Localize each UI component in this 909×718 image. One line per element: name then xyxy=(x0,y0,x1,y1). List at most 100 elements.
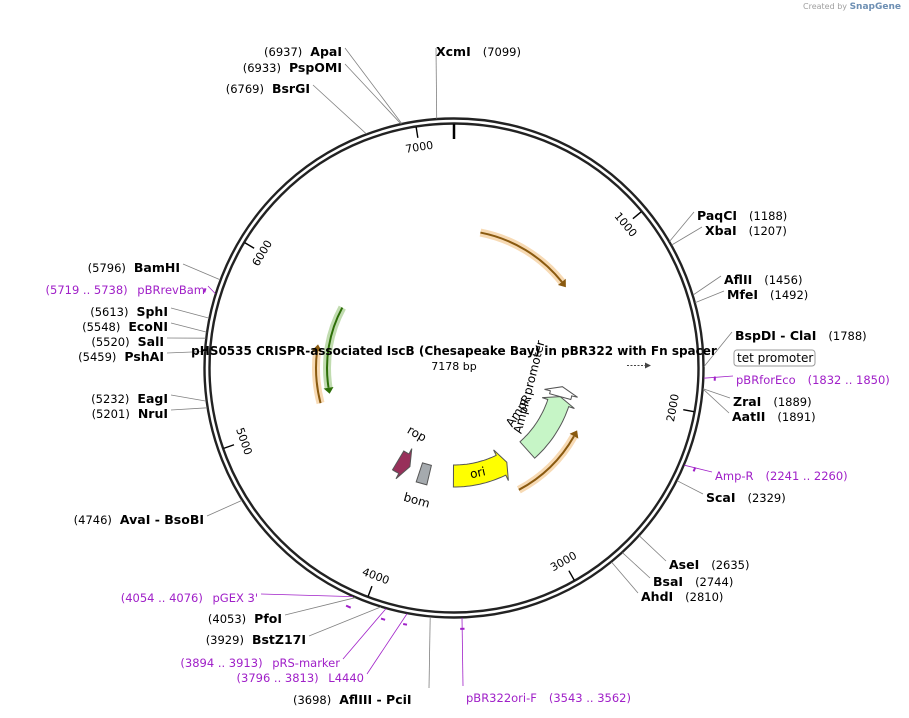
enzyme-position: (4053) xyxy=(208,612,246,626)
primer-range: (3543 .. 3562) xyxy=(549,691,631,705)
feature-orf[interactable] xyxy=(516,430,579,494)
enzyme-site-label[interactable]: PaqCI (1188) xyxy=(669,208,788,242)
enzyme-position: (6933) xyxy=(243,61,281,75)
enzyme-position: (3929) xyxy=(206,633,244,647)
enzyme-site-label[interactable]: AatII(1891) xyxy=(702,388,816,424)
enzyme-position: (2329) xyxy=(748,491,786,505)
tick-mark xyxy=(568,570,575,581)
enzyme-site-label[interactable]: MfeI(1492) xyxy=(695,287,808,303)
enzyme-position: (1188) xyxy=(749,209,787,223)
enzyme-site-label[interactable]: (5459)PshAI xyxy=(78,349,205,364)
primer-label[interactable]: pBR322ori-F (3543 .. 3562) xyxy=(460,617,631,705)
feature-bom[interactable]: bom xyxy=(402,462,432,511)
tick-label: 2000 xyxy=(664,393,682,423)
svg-text:(6769)BsrGI: (6769)BsrGI xyxy=(226,81,310,96)
enzyme-site-label[interactable]: BspDI - ClaI (1788) xyxy=(703,328,867,367)
enzyme-site-label[interactable]: (6769)BsrGI xyxy=(226,81,367,135)
enzyme-name: BspDI - ClaI xyxy=(735,328,816,343)
enzyme-name: AhdI xyxy=(641,589,673,604)
backbone-outer-ring xyxy=(203,117,705,619)
enzyme-site-label[interactable]: AflII(1456) xyxy=(692,272,803,296)
svg-text:(5719 .. 5738) pBRrevBam: (5719 .. 5738) pBRrevBam xyxy=(46,283,205,297)
svg-text:BspDI - ClaI(1788): BspDI - ClaI (1788) xyxy=(735,328,867,343)
enzyme-name: ApaI xyxy=(310,44,342,59)
plasmid-name: pHS0535 CRISPR-associated IscB (Chesapea… xyxy=(191,344,717,358)
primer-label[interactable]: (3796 .. 3813) L4440 xyxy=(237,613,408,685)
enzyme-site-label[interactable]: XcmI(7099) xyxy=(435,44,521,119)
enzyme-site-label[interactable]: XbaI(1207) xyxy=(671,223,787,246)
primer-label[interactable]: pBRforEco (1832 .. 1850) xyxy=(703,373,890,387)
svg-text:(5201)NruI: (5201)NruI xyxy=(92,406,168,421)
feature-label: rop xyxy=(405,423,429,445)
enzyme-site-label[interactable]: ScaI(2329) xyxy=(676,480,786,505)
enzyme-name: PaqCI xyxy=(697,208,737,223)
svg-text:AflII(1456): AflII(1456) xyxy=(724,272,803,287)
tick-mark xyxy=(244,242,255,249)
enzyme-site-label[interactable]: (4746)AvaI - BsoBI xyxy=(74,500,243,527)
svg-text:AseI(2635): AseI (2635) xyxy=(669,557,750,572)
tick-mark xyxy=(632,211,642,220)
enzyme-position: (2810) xyxy=(685,590,723,604)
enzyme-site-label[interactable]: (3929) BstZ17I xyxy=(206,606,381,647)
primer-range: (5719 .. 5738) xyxy=(46,283,128,297)
enzyme-position: (5548) xyxy=(82,320,120,334)
enzyme-name: PfoI xyxy=(254,611,282,626)
svg-text:AhdI(2810): AhdI (2810) xyxy=(641,589,723,604)
primer-label[interactable]: (4054 .. 4076) pGEX 3' xyxy=(121,591,353,609)
enzyme-site-label[interactable]: (5548) EcoNI xyxy=(82,319,207,334)
enzyme-site-label[interactable]: ZraI(1889) xyxy=(702,388,812,409)
enzyme-name: BamHI xyxy=(134,260,180,275)
enzyme-site-label[interactable]: (5796)BamHI xyxy=(88,260,221,281)
enzyme-name: BstZ17I xyxy=(252,632,306,647)
primer-label[interactable]: (5719 .. 5738) pBRrevBam xyxy=(46,283,216,297)
enzyme-site-label[interactable]: (5232)EagI xyxy=(91,391,207,406)
enzyme-site-label[interactable]: (6933) PspOMI xyxy=(243,60,402,124)
enzyme-position: (1492) xyxy=(770,288,808,302)
svg-text:ZraI(1889): ZraI(1889) xyxy=(733,394,812,409)
enzyme-name: EcoNI xyxy=(128,319,168,334)
svg-text:ScaI(2329): ScaI(2329) xyxy=(706,490,786,505)
primer-label[interactable]: Amp-R(2241 .. 2260) xyxy=(684,464,848,483)
enzyme-site-label[interactable]: (5520)SalI xyxy=(91,334,206,349)
enzyme-position: (2744) xyxy=(695,575,733,589)
primer-name: pBR322ori-F xyxy=(466,691,537,705)
enzyme-position: (5613) xyxy=(90,305,128,319)
plasmid-length: 7178 bp xyxy=(431,360,476,373)
enzyme-site-label[interactable]: (5201)NruI xyxy=(92,406,208,421)
enzyme-position: (1788) xyxy=(828,329,866,343)
enzyme-site-label[interactable]: (6937)ApaI xyxy=(264,44,403,124)
primer-label[interactable]: (3894 .. 3913) pRS-marker xyxy=(180,608,387,670)
svg-text:XbaI(1207): XbaI(1207) xyxy=(705,223,787,238)
enzyme-position: (2635) xyxy=(711,558,749,572)
enzyme-name: AatII xyxy=(732,409,765,424)
enzyme-name: AflIII - PciI xyxy=(339,692,411,707)
enzyme-site-label[interactable]: (3698)AflIII - PciI xyxy=(293,616,431,707)
primer-range: (4054 .. 4076) xyxy=(121,591,203,605)
enzyme-name: AseI xyxy=(669,557,699,572)
label-layer: (6937)ApaI(6933) PspOMI (6769)BsrGI XcmI(70… xyxy=(46,44,890,707)
enzyme-site-label[interactable]: AseI (2635) xyxy=(639,535,750,572)
primer-name: pBRforEco xyxy=(736,373,796,387)
enzyme-site-label[interactable]: BsaI (2744) xyxy=(622,552,734,589)
feature-orf[interactable] xyxy=(479,228,566,288)
enzyme-name: BsaI xyxy=(653,574,683,589)
primer-range: (1832 .. 1850) xyxy=(808,373,890,387)
tick-mark xyxy=(683,408,695,413)
enzyme-site-label[interactable]: (5613) SphI xyxy=(90,304,210,319)
feature-ori[interactable]: ori xyxy=(452,449,509,488)
enzyme-name: SphI xyxy=(136,304,168,319)
tet-promoter-feature[interactable]: tet promoter xyxy=(626,349,816,369)
enzyme-site-label[interactable]: (4053) PfoI xyxy=(208,597,356,626)
primer-name: pRS-marker xyxy=(269,656,341,670)
svg-text:(4053)PfoI: (4053) PfoI xyxy=(208,611,282,626)
enzyme-position: (7099) xyxy=(483,45,521,59)
enzyme-site-label[interactable]: AhdI (2810) xyxy=(611,561,724,604)
primer-range: (3796 .. 3813) xyxy=(237,671,319,685)
enzyme-position: (5520) xyxy=(91,335,129,349)
enzyme-name: EagI xyxy=(137,391,168,406)
feature-orf[interactable] xyxy=(312,344,325,405)
feature-orf[interactable] xyxy=(323,305,346,394)
tick-label: 4000 xyxy=(360,565,391,587)
enzyme-name: PspOMI xyxy=(289,60,342,75)
